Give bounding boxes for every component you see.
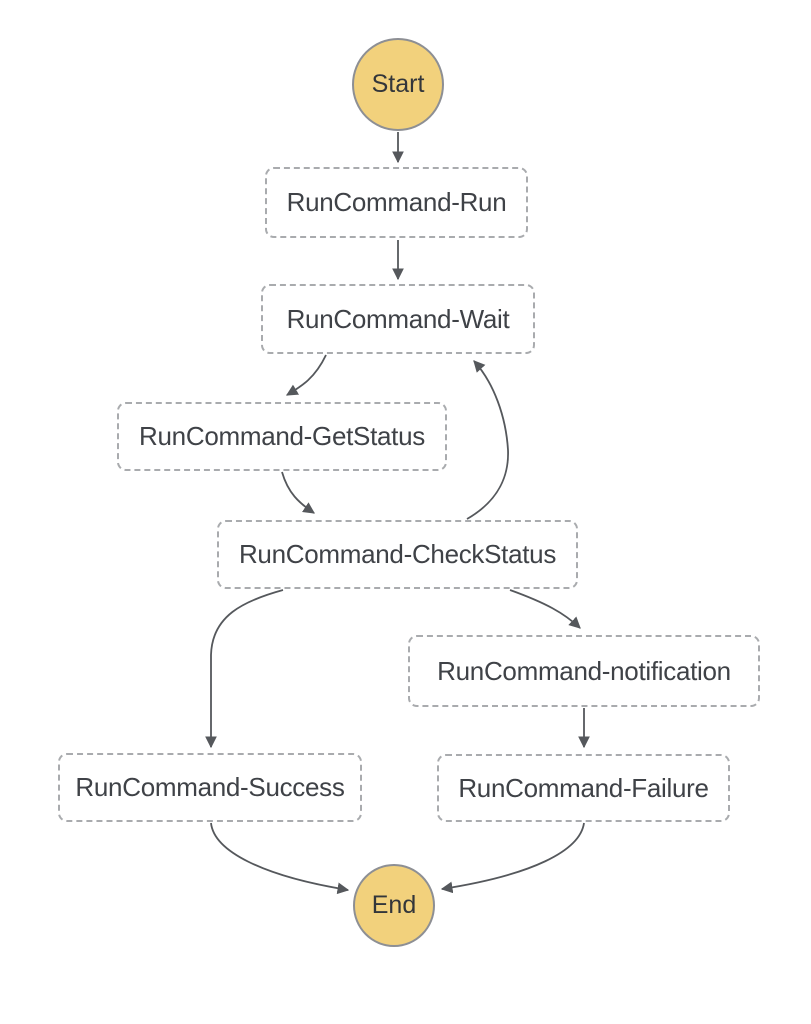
edge-checkstatus-to-notification	[509, 589, 581, 629]
node-runcommand-notification-label: RunCommand-notification	[437, 655, 731, 686]
node-runcommand-checkstatus-label: RunCommand-CheckStatus	[238, 539, 557, 569]
node-runcommand-getstatus-label: RunCommand-GetStatus	[139, 421, 425, 451]
node-runcommand-checkstatus[interactable]: RunCommand-CheckStatus	[217, 520, 578, 589]
node-runcommand-run[interactable]: RunCommand-Run	[265, 167, 528, 238]
node-runcommand-notification[interactable]: RunCommand-notification	[408, 635, 760, 707]
edge-checkstatus-to-success	[205, 589, 284, 749]
node-runcommand-success-label: RunCommand-Success	[75, 772, 345, 802]
node-start: Start	[352, 38, 444, 131]
edge-checkstatus-to-wait	[466, 360, 509, 520]
node-runcommand-wait-label: RunCommand-Wait	[286, 303, 510, 334]
edge-success-to-end	[210, 822, 350, 895]
edge-failure-to-end	[440, 822, 585, 894]
node-end-label: End	[371, 891, 417, 919]
node-runcommand-getstatus[interactable]: RunCommand-GetStatus	[117, 402, 447, 471]
edge-getstatus-to-checkstatus	[281, 471, 315, 514]
node-runcommand-failure-label: RunCommand-Failure	[458, 772, 709, 803]
node-runcommand-wait[interactable]: RunCommand-Wait	[261, 284, 535, 354]
edge-wait-to-getstatus	[285, 354, 327, 396]
node-runcommand-success[interactable]: RunCommand-Success	[58, 753, 362, 822]
node-runcommand-failure[interactable]: RunCommand-Failure	[437, 754, 730, 822]
node-start-label: Start	[371, 70, 425, 98]
node-runcommand-run-label: RunCommand-Run	[286, 187, 507, 217]
node-end: End	[353, 864, 435, 947]
